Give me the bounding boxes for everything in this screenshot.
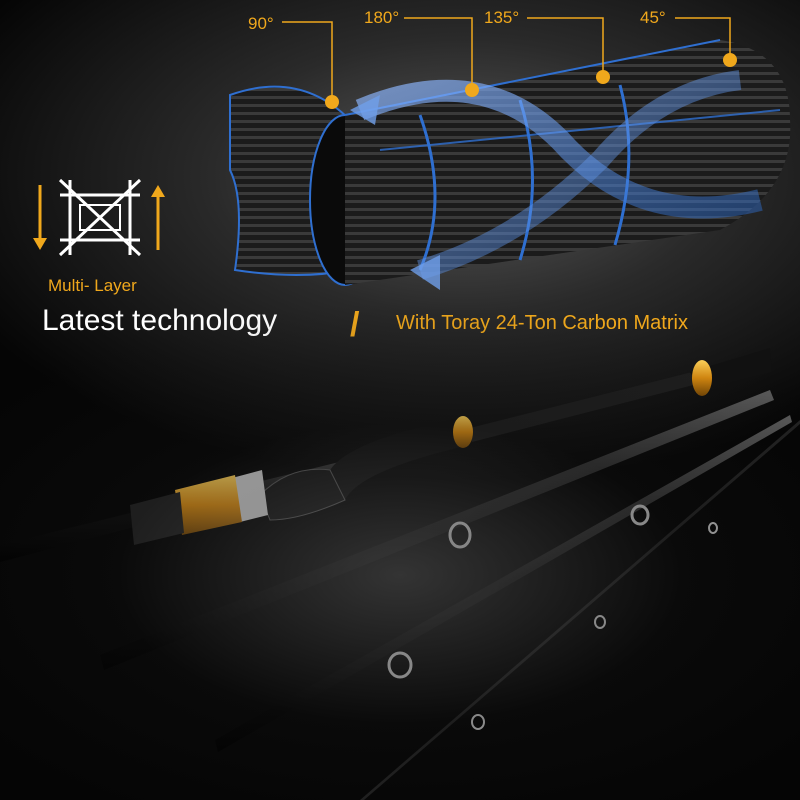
angle-label-90: 90° [248,14,274,33]
rod-butt-section [0,348,772,562]
arrow-up-icon [151,185,165,250]
multi-layer-label: Multi- Layer [48,276,137,295]
angle-label-135: 135° [484,8,520,27]
arrow-down-icon [33,185,47,250]
tagline: With Toray 24-Ton Carbon Matrix [396,312,688,334]
separator: / [350,306,360,344]
callout-dots [325,53,737,109]
rod-tip-section [360,420,800,800]
multi-layer-icon [58,178,142,257]
angle-label-180: 180° [364,8,400,27]
rod-section-2 [100,390,774,670]
angle-callouts [282,17,731,100]
angle-label-45: 45° [640,8,666,27]
headline: Latest technology [42,304,278,337]
carbon-layer-tube [229,39,791,290]
rod-section-3 [215,415,792,752]
